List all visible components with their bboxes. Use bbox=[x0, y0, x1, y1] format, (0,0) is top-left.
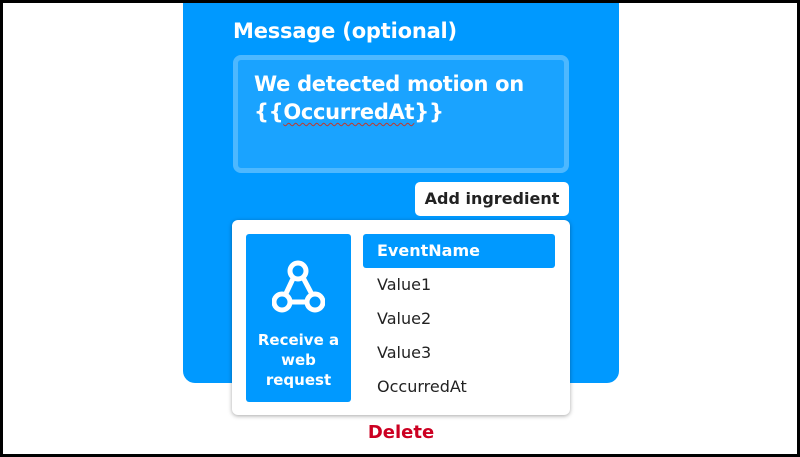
ingredient-option-eventname[interactable]: EventName bbox=[363, 234, 555, 268]
ingredient-open-braces: {{ bbox=[254, 100, 284, 124]
ingredient-option-value2[interactable]: Value2 bbox=[377, 309, 432, 328]
message-text-line-2: {{OccurredAt}} bbox=[254, 98, 548, 126]
ingredient-picker-popup: Receive a web request EventName Value1 V… bbox=[232, 220, 570, 415]
message-input[interactable]: We detected motion on {{OccurredAt}} bbox=[233, 55, 569, 173]
delete-link[interactable]: Delete bbox=[367, 422, 435, 443]
service-name: Receive a web request bbox=[257, 331, 340, 389]
ingredient-option-value1[interactable]: Value1 bbox=[377, 275, 432, 294]
ingredient-option-value3[interactable]: Value3 bbox=[377, 343, 432, 362]
message-field-label: Message (optional) bbox=[233, 19, 457, 43]
webhooks-icon bbox=[272, 260, 325, 313]
ingredient-option-occurredat[interactable]: OccurredAt bbox=[377, 377, 467, 396]
ingredient-token-occurredat: OccurredAt bbox=[283, 100, 415, 124]
message-text-line-1: We detected motion on bbox=[254, 72, 524, 96]
ingredient-close-braces: }} bbox=[414, 100, 444, 124]
add-ingredient-button[interactable]: Add ingredient bbox=[415, 182, 569, 216]
ingredient-list: EventName Value1 Value2 Value3 OccurredA… bbox=[363, 234, 555, 404]
service-tile-webhooks: Receive a web request bbox=[246, 234, 351, 402]
